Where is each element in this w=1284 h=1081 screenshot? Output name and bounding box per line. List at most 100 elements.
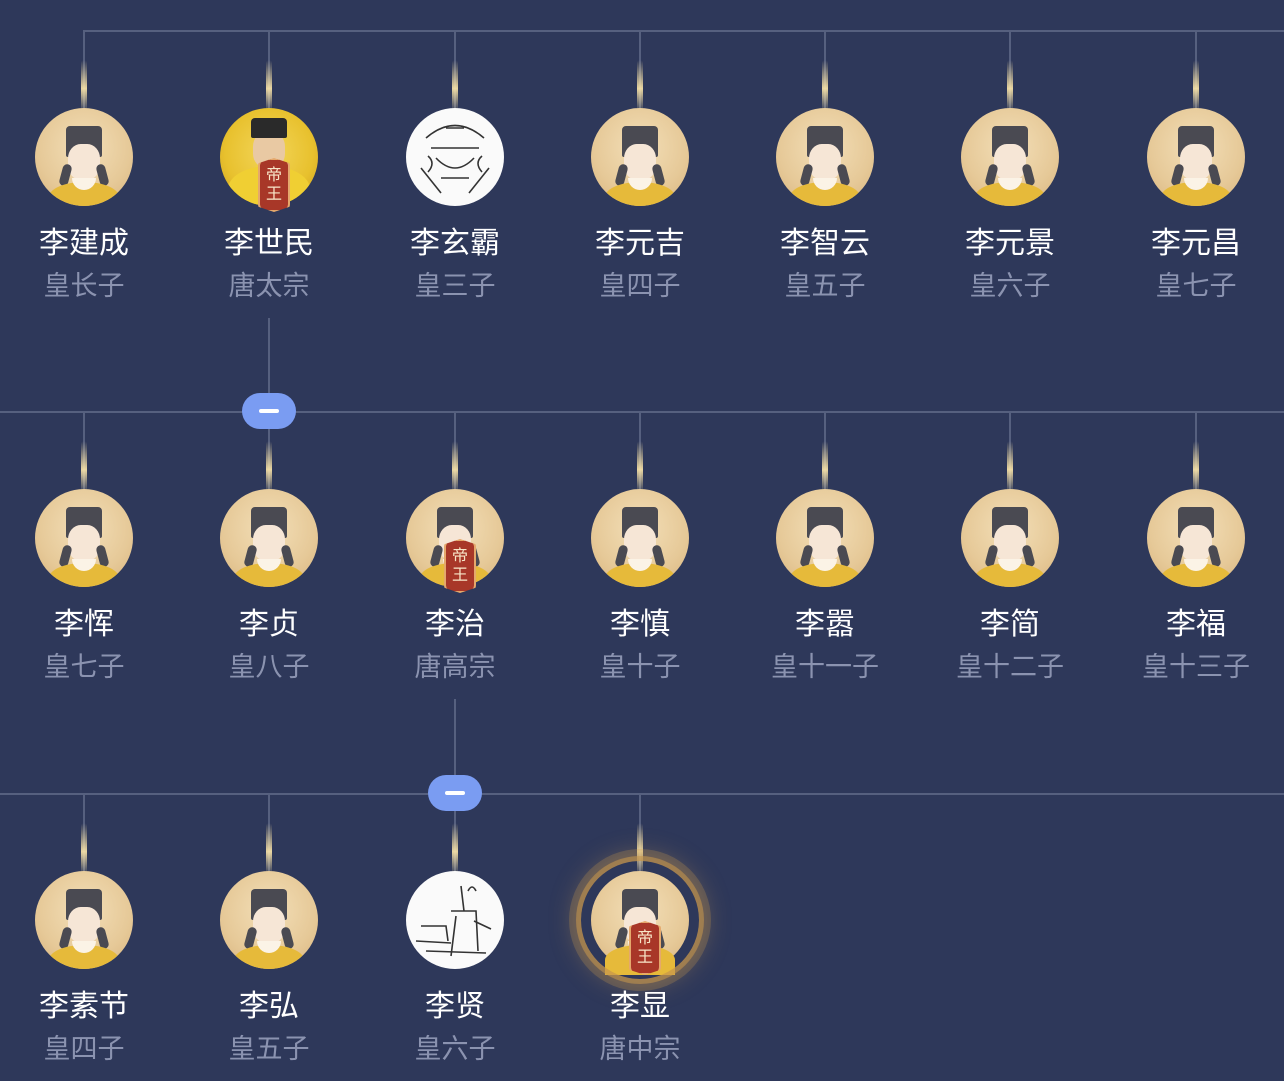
avatar[interactable] [776, 489, 874, 587]
avatar[interactable] [220, 871, 318, 969]
member-title: 皇十三子 [1142, 652, 1250, 683]
member-card[interactable]: 李贞皇八子 [184, 489, 354, 699]
member-title: 皇四子 [43, 1034, 125, 1065]
connector-glow [266, 823, 272, 875]
member-card[interactable]: 李贤皇六子 [370, 871, 540, 1081]
portrait-face [994, 144, 1026, 180]
member-card[interactable]: 李嚣皇十一子 [740, 489, 910, 699]
member-name: 李智云 [780, 226, 870, 261]
portrait-collar [813, 178, 837, 190]
avatar[interactable] [961, 489, 1059, 587]
member-title: 皇十子 [599, 652, 681, 683]
portrait-face [1180, 144, 1212, 180]
connector-glow [452, 441, 458, 493]
member-card[interactable]: 李元景皇六子 [925, 108, 1095, 318]
portrait-face [1180, 525, 1212, 561]
emperor-badge: 帝王 [629, 921, 661, 975]
avatar[interactable] [406, 871, 504, 969]
portrait-collar [72, 178, 96, 190]
portrait-collar [813, 559, 837, 571]
connector-glow [81, 823, 87, 875]
connector-glow [1193, 60, 1199, 112]
connector-glow [266, 441, 272, 493]
connector-glow [81, 60, 87, 112]
member-card[interactable]: 李素节皇四子 [0, 871, 169, 1081]
portrait-collar [72, 941, 96, 953]
member-title: 皇五子 [228, 1034, 310, 1065]
connector-glow [452, 60, 458, 112]
member-card[interactable]: 帝王李治唐高宗 [370, 489, 540, 699]
portrait-face [809, 525, 841, 561]
member-card[interactable]: 李智云皇五子 [740, 108, 910, 318]
minus-icon [259, 409, 279, 413]
member-name: 李元景 [965, 226, 1055, 261]
member-name: 李慎 [610, 607, 670, 642]
member-title: 唐太宗 [228, 271, 310, 302]
member-card[interactable]: 李元吉皇四子 [555, 108, 725, 318]
avatar[interactable] [406, 108, 504, 206]
member-title: 皇六子 [969, 271, 1051, 302]
member-card[interactable]: 李简皇十二子 [925, 489, 1095, 699]
member-title: 唐中宗 [599, 1034, 681, 1065]
member-name: 李玄霸 [410, 226, 500, 261]
avatar[interactable] [591, 489, 689, 587]
portrait-face [624, 144, 656, 180]
emperor-badge: 帝王 [258, 158, 290, 212]
member-card[interactable]: 李恽皇七子 [0, 489, 169, 699]
member-card[interactable]: 李弘皇五子 [184, 871, 354, 1081]
collapse-toggle-button[interactable] [242, 393, 296, 429]
avatar[interactable] [1147, 489, 1245, 587]
member-card[interactable]: 李建成皇长子 [0, 108, 169, 318]
portrait-collar [257, 559, 281, 571]
member-card[interactable]: 帝王李世民唐太宗 [184, 108, 354, 318]
member-name: 李建成 [39, 226, 129, 261]
collapse-toggle-button[interactable] [428, 775, 482, 811]
member-title: 皇十一子 [771, 652, 879, 683]
portrait-collar [628, 178, 652, 190]
portrait-face [68, 144, 100, 180]
connector-glow [452, 823, 458, 875]
member-card[interactable]: 李玄霸皇三子 [370, 108, 540, 318]
member-card[interactable]: 帝王李显唐中宗 [555, 871, 725, 1081]
member-name: 李贤 [425, 989, 485, 1024]
connector-descent [454, 699, 456, 793]
member-card[interactable]: 李元昌皇七子 [1111, 108, 1281, 318]
member-title: 皇七子 [43, 652, 125, 683]
portrait-collar [257, 941, 281, 953]
member-name: 李恽 [54, 607, 114, 642]
member-title: 皇三子 [414, 271, 496, 302]
member-name: 李元吉 [595, 226, 685, 261]
member-title: 皇五子 [784, 271, 866, 302]
connector-line [0, 793, 1284, 795]
avatar[interactable] [35, 489, 133, 587]
member-name: 李福 [1166, 607, 1226, 642]
portrait-collar [998, 178, 1022, 190]
scholar-drawing [415, 885, 492, 957]
member-name: 李简 [980, 607, 1040, 642]
avatar[interactable] [35, 871, 133, 969]
avatar[interactable] [220, 489, 318, 587]
connector-glow [637, 60, 643, 112]
connector-glow [1007, 441, 1013, 493]
warrior-drawing [420, 124, 490, 194]
member-title: 皇十二子 [956, 652, 1064, 683]
avatar[interactable] [1147, 108, 1245, 206]
member-name: 李贞 [239, 607, 299, 642]
avatar[interactable] [776, 108, 874, 206]
portrait-collar [1184, 559, 1208, 571]
portrait-collar [1184, 178, 1208, 190]
member-card[interactable]: 李福皇十三子 [1111, 489, 1281, 699]
portrait-face [253, 907, 285, 943]
connector-glow [637, 441, 643, 493]
member-name: 李嚣 [795, 607, 855, 642]
avatar[interactable] [591, 108, 689, 206]
member-title: 皇四子 [599, 271, 681, 302]
avatar[interactable] [961, 108, 1059, 206]
member-card[interactable]: 李慎皇十子 [555, 489, 725, 699]
member-title: 皇长子 [43, 271, 125, 302]
connector-glow [81, 441, 87, 493]
avatar[interactable] [35, 108, 133, 206]
member-name: 李素节 [39, 989, 129, 1024]
portrait-face [994, 525, 1026, 561]
